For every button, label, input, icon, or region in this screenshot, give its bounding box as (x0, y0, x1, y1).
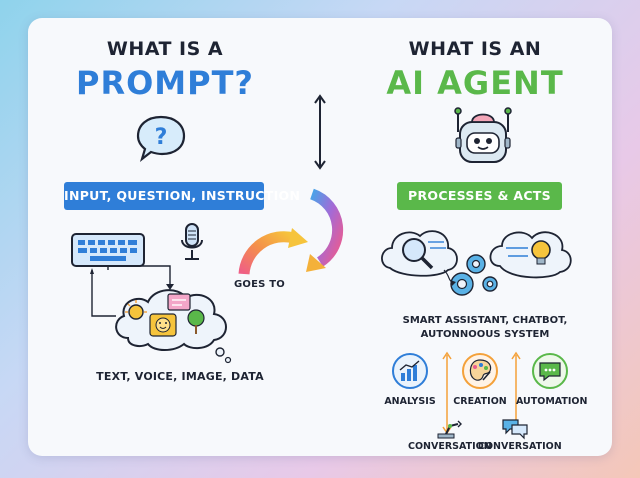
bottom-label-conversation-1: CONVERSATION (408, 441, 492, 452)
goes-to-label: GOES TO (234, 279, 285, 290)
prompt-heading-top: WHAT IS A (106, 38, 224, 60)
agent-subtitle-line1: SMART ASSISTANT, CHATBOT, (402, 315, 568, 326)
agent-banner: PROCESSES & ACTS (397, 182, 562, 210)
automation-chat-icon (532, 353, 568, 389)
media-cloud-icon (115, 289, 232, 364)
agent-heading-main: AI AGENT (386, 64, 564, 102)
prompt-banner: INPUT, QUESTION, INSTRUCTION (64, 182, 300, 210)
chat-bubbles-icon (502, 419, 528, 440)
agent-heading-top: WHAT IS AN (408, 38, 542, 60)
bottom-label-conversation-2: CONVERSATION (478, 441, 562, 452)
circular-arrow-icon (238, 188, 344, 275)
robot-icon (454, 107, 512, 163)
robot-arm-icon (437, 420, 462, 439)
keyboard-icon (71, 233, 145, 267)
agent-process-illustration (381, 230, 572, 296)
capability-label-automation: AUTOMATION (516, 396, 588, 407)
agent-subtitle-line2: AUTONNOOUS SYSTEM (420, 329, 550, 340)
svg-text:?: ? (155, 125, 168, 150)
microphone-icon (181, 223, 203, 260)
prompt-caption: TEXT, VOICE, IMAGE, DATA (96, 370, 264, 383)
creation-palette-icon (462, 353, 498, 389)
prompt-connector-lines (90, 265, 174, 317)
vertical-double-arrow-icon (314, 94, 326, 170)
capability-label-creation: CREATION (453, 396, 507, 407)
question-bubble-icon: ? (136, 115, 186, 162)
capability-label-analysis: ANALYSIS (384, 396, 436, 407)
prompt-heading-main: PROMPT? (76, 64, 254, 102)
analysis-chart-icon (392, 353, 428, 389)
